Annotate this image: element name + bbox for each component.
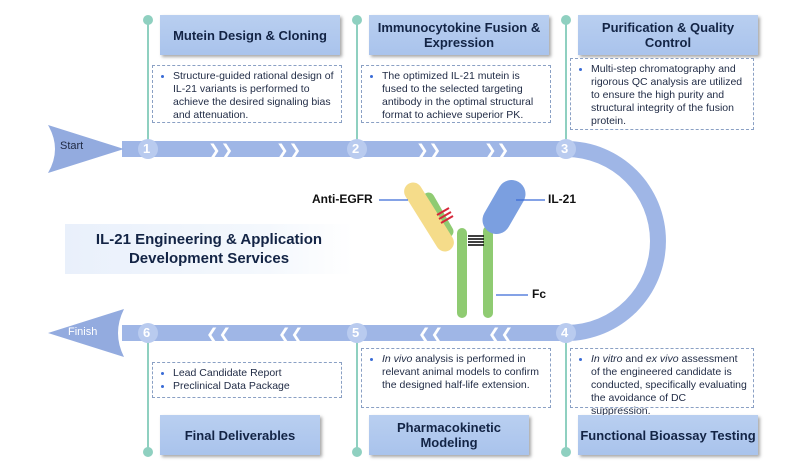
step-3-description: Multi-step chromatography and rigorous Q… <box>570 58 754 130</box>
svg-text:❯❯: ❯❯ <box>484 141 509 159</box>
svg-text:❮❮: ❮❮ <box>206 325 231 343</box>
deliverable-item: Lead Candidate Report <box>173 367 335 380</box>
il21-label: IL-21 <box>548 192 577 206</box>
step-6-description: Lead Candidate Report Preclinical Data P… <box>152 362 342 398</box>
start-label: Start <box>60 140 84 152</box>
disulfide-bond <box>436 207 454 224</box>
step-number-1: 1 <box>143 141 151 156</box>
anti-egfr-label: Anti-EGFR <box>312 192 373 206</box>
step-5-title: Pharmacokinetic Modeling <box>369 415 529 455</box>
deliverable-item: Preclinical Data Package <box>173 380 335 393</box>
process-track <box>122 141 666 341</box>
svg-text:❮❮: ❮❮ <box>488 325 513 343</box>
il21-domain <box>482 180 526 234</box>
svg-text:❮❮: ❮❮ <box>278 325 303 343</box>
step-2-description: The optimized IL-21 mutein is fused to t… <box>361 65 551 123</box>
heavy-chain-right <box>483 226 493 318</box>
step-3-title: Purification & Quality Control <box>578 15 758 55</box>
svg-text:❯❯: ❯❯ <box>276 141 301 159</box>
step-markers <box>138 139 576 343</box>
svg-text:❮❮: ❮❮ <box>418 325 443 343</box>
connector-dots <box>143 15 571 457</box>
forward-chevrons: ❯❯ ❯❯ ❯❯ ❯❯ <box>208 141 509 159</box>
start-arrow <box>48 125 124 173</box>
step-5-description: In vivo analysis is performed in relevan… <box>361 348 551 408</box>
svg-text:❯❯: ❯❯ <box>208 141 233 159</box>
step-1-description: Structure-guided rational design of IL-2… <box>152 65 342 123</box>
backward-chevrons: ❮❮ ❮❮ ❮❮ ❮❮ <box>206 325 513 343</box>
finish-label: Finish <box>68 326 98 338</box>
step-1-title: Mutein Design & Cloning <box>160 15 340 55</box>
step-2-title: Immunocytokine Fusion & Expression <box>369 15 549 55</box>
step-number-6: 6 <box>143 325 151 340</box>
step-connectors <box>147 20 567 452</box>
light-chain <box>404 182 454 252</box>
svg-text:❯❯: ❯❯ <box>416 141 441 159</box>
step-number-3: 3 <box>561 141 569 156</box>
heavy-chain-left <box>457 228 467 318</box>
linker-stripes <box>468 235 484 246</box>
step-4-description: In vitro and ex vivo assessment of the e… <box>570 348 754 417</box>
step-6-title: Final Deliverables <box>160 415 320 455</box>
center-title: IL-21 Engineering & Application Developm… <box>65 224 353 274</box>
step-number-5: 5 <box>352 325 360 340</box>
step-4-title: Functional Bioassay Testing <box>578 415 758 455</box>
step-number-2: 2 <box>352 141 360 156</box>
finish-arrow <box>48 309 124 357</box>
step-number-4: 4 <box>561 325 569 340</box>
antibody-illustration <box>404 180 526 318</box>
fc-label: Fc <box>532 287 547 301</box>
